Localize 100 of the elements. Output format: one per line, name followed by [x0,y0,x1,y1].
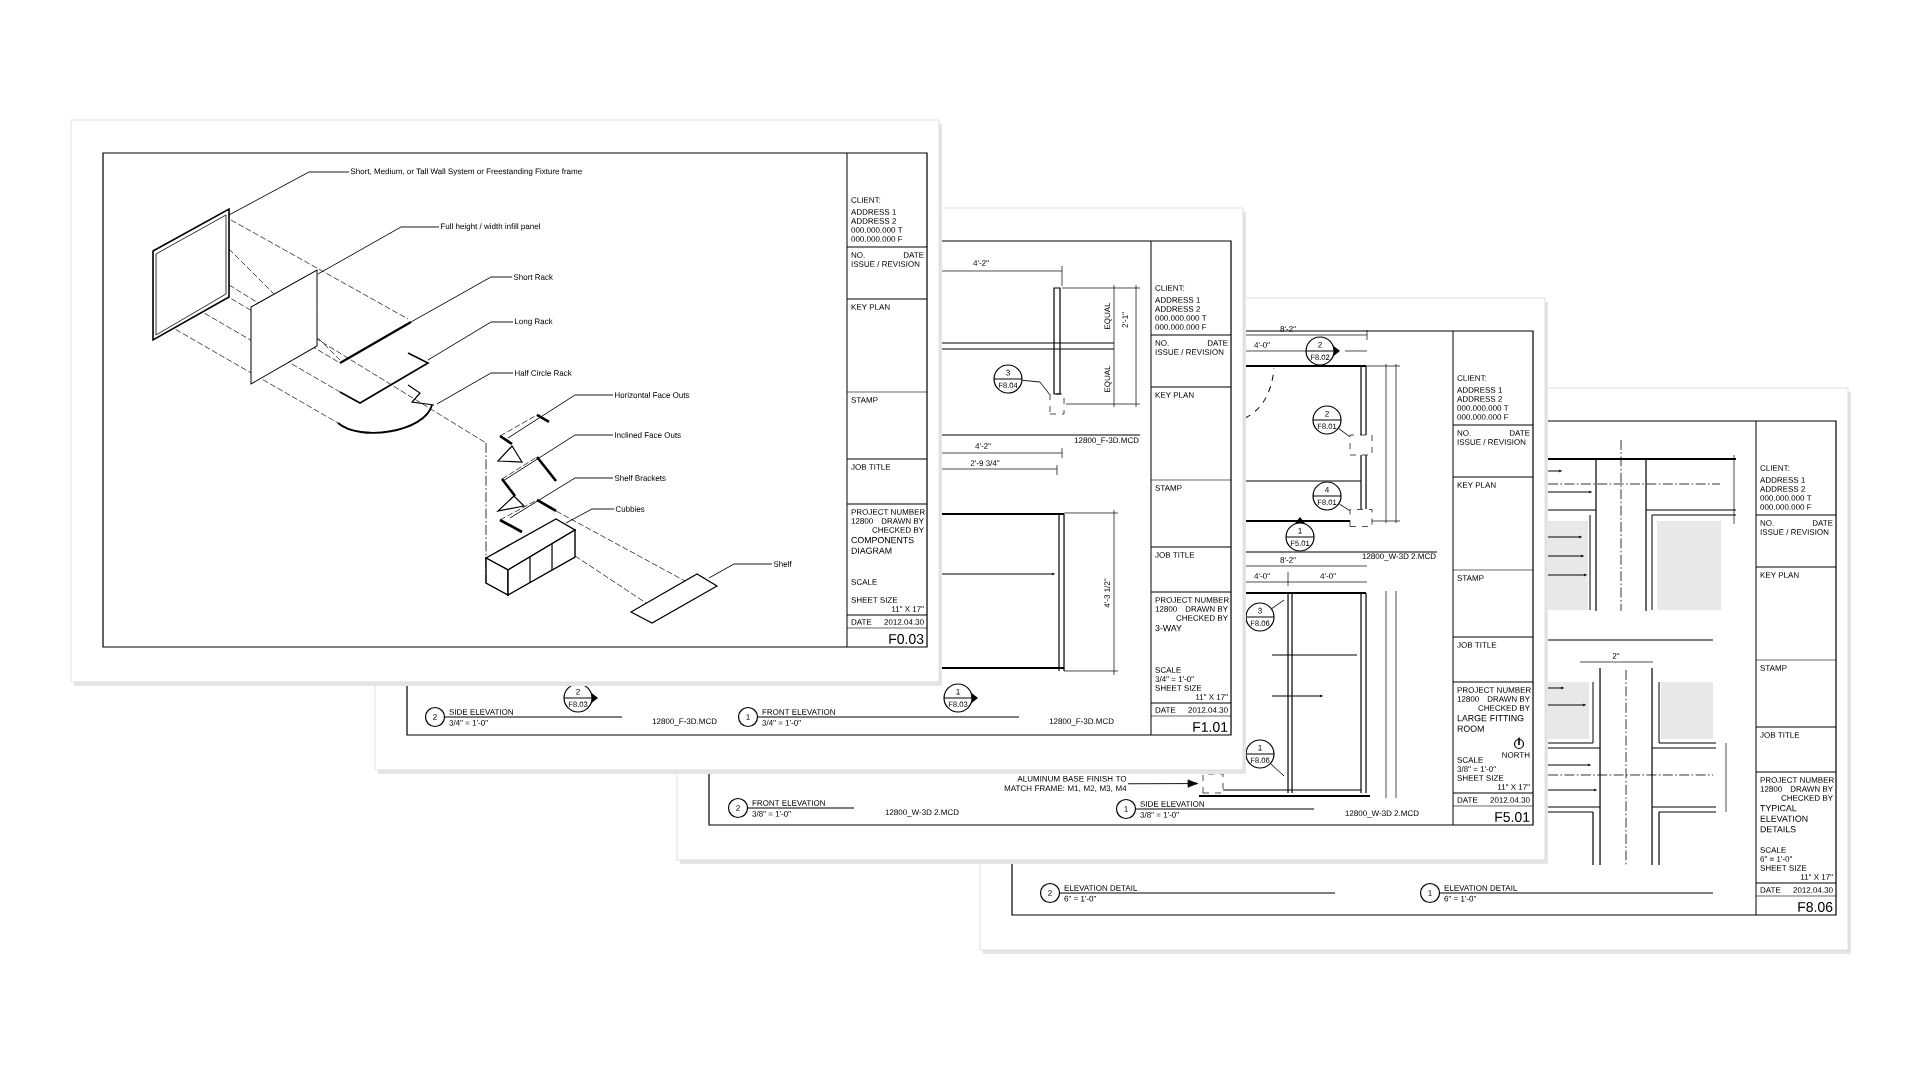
title-block-label: SCALE [1457,757,1483,763]
title-block-label: CLIENT: [1457,375,1487,381]
leader-line [1338,503,1351,512]
drawing-title: TYPICAL ELEVATION DETAILS [1760,805,1808,833]
title-block-label: CHECKED BY [1176,615,1228,621]
title-block-label: DRAWN BY [1487,696,1530,702]
title-block-label: PROJECT NUMBER [1457,687,1531,693]
title-block-label: ISSUE / REVISION [1760,529,1829,535]
dimension-text: 4'-0" [1254,573,1270,579]
title-block-label: SCALE [851,579,877,585]
title-block-label: SHEET SIZE [1760,865,1807,871]
dimension-text: 4'-2" [975,443,991,449]
leader-line [317,226,440,275]
title-block-label: ADDRESS 1 [851,209,896,215]
file-name: 12800_W-3D 2.MCD [885,809,959,817]
title-block-label: NO. [1760,520,1774,526]
dashed-outline [1049,393,1065,415]
scale-note: 3/4" = 1'-0" [762,719,801,726]
sheet-number: F5.01 [1495,812,1530,822]
scale-note: 3/4" = 1'-0" [449,719,488,726]
dimension-text: 8'-2" [1280,557,1296,563]
title-block-label: 000.000.000 T [1760,495,1812,501]
drawing-title: COMPONENTS DIAGRAM [851,537,914,554]
title-block-label: 000.000.000 T [1457,405,1509,411]
title-block-label: CHECKED BY [1781,795,1833,801]
title-block-label: KEY PLAN [851,304,890,310]
leader-line [436,372,514,405]
file-name: 12800_F-3D.MCD [652,718,717,726]
title-block-value: 11" X 17" [891,606,924,612]
dashed-outline [1202,773,1224,794]
title-block-label: CLIENT: [1155,285,1185,291]
leader-line [509,477,614,519]
title-block-label: JOB TITLE [1155,552,1195,558]
leader-label: Shelf [773,561,792,567]
dimension-text: 4'-0" [1254,342,1270,348]
title-block-label: 000.000.000 F [1760,504,1812,510]
dimension-text: 2'-1" [1122,312,1128,328]
leader-label: Short Rack [513,274,553,280]
leader-line [507,394,614,439]
title-block-value: 3/4" = 1'-0" [1155,676,1194,682]
scale-note: 6" = 1'-0" [1064,895,1096,902]
title-block-value: 12800 [851,518,873,524]
dimension-text: EQUAL [1104,302,1112,329]
leader-line [502,434,614,482]
title-block-label: ADDRESS 1 [1760,477,1805,483]
title-block-label: 000.000.000 F [851,236,903,242]
leader-line [410,276,513,323]
title-block-value: 2012.04.30 [1793,887,1833,893]
sheet-number: F8.06 [1798,902,1833,912]
title-block-label: KEY PLAN [1760,572,1799,578]
sheet-number: F0.03 [889,634,924,644]
title-block-label: ISSUE / REVISION [851,261,920,267]
dimension-text: 8'-2" [1280,326,1296,332]
title-block-label: SHEET SIZE [1155,685,1202,691]
title-block-label: CHECKED BY [1478,705,1530,711]
title-block-label: 000.000.000 F [1457,414,1509,420]
leader-label: Full height / width infill panel [441,223,540,231]
title-block-value: 12800 [1457,696,1479,702]
title-block-label: DRAWN BY [881,518,924,524]
title-block-label: ADDRESS 1 [1457,387,1502,393]
title-block-label: KEY PLAN [1155,392,1194,398]
title-block-label: ISSUE / REVISION [1155,349,1224,355]
leader-line [1271,599,1285,609]
title-block-value: 2012.04.30 [1490,797,1530,803]
title-block-value: 11" X 17" [1497,784,1530,790]
leader-label: Inclined Face Outs [615,432,681,438]
title-block-label: 000.000.000 T [851,227,903,233]
title-block-value: 2012.04.30 [884,619,924,625]
title-block-label: JOB TITLE [1457,642,1497,648]
view-title: FRONT ELEVATION [752,800,825,806]
dimension-text: 2'-9 3/4" [970,460,1000,466]
title-block-value: 3/8" = 1'-0" [1457,766,1496,772]
title-block-label: ADDRESS 2 [1760,486,1805,492]
title-block-value: 12800 [1155,606,1177,612]
leader-label: Cubbies [615,506,645,512]
leader-line [1022,379,1051,395]
title-block-label: 000.000.000 F [1155,324,1207,330]
title-block-label: DATE [903,252,924,258]
title-block-label: ADDRESS 2 [851,218,896,224]
title-block-label: JOB TITLE [851,464,891,470]
title-block-label: JOB TITLE [1760,732,1800,738]
title-block-label: SCALE [1155,667,1181,673]
title-block-label: DATE [851,619,872,625]
title-block-label: DATE [1760,887,1781,893]
title-block-value: 2012.04.30 [1188,707,1228,713]
file-name: 12800_W-3D 2.MCD [1362,553,1436,561]
title-block-label: DATE [1457,797,1478,803]
dimension-text: 4'-2" [973,260,989,266]
title-block-label: STAMP [1760,665,1787,671]
leader-label: Horizontal Face Outs [615,392,690,398]
title-block-label: DATE [1812,520,1833,526]
title-block-label: ISSUE / REVISION [1457,439,1526,445]
dashed-outline [1349,509,1373,527]
leader-label: Long Rack [515,318,553,326]
title-block-label: CLIENT: [1760,465,1790,471]
leader-label: Shelf Brackets [614,475,666,481]
title-block-label: CLIENT: [851,197,881,203]
leader-line [1338,428,1351,438]
leader-line [427,321,514,361]
view-title: FRONT ELEVATION [762,709,835,715]
